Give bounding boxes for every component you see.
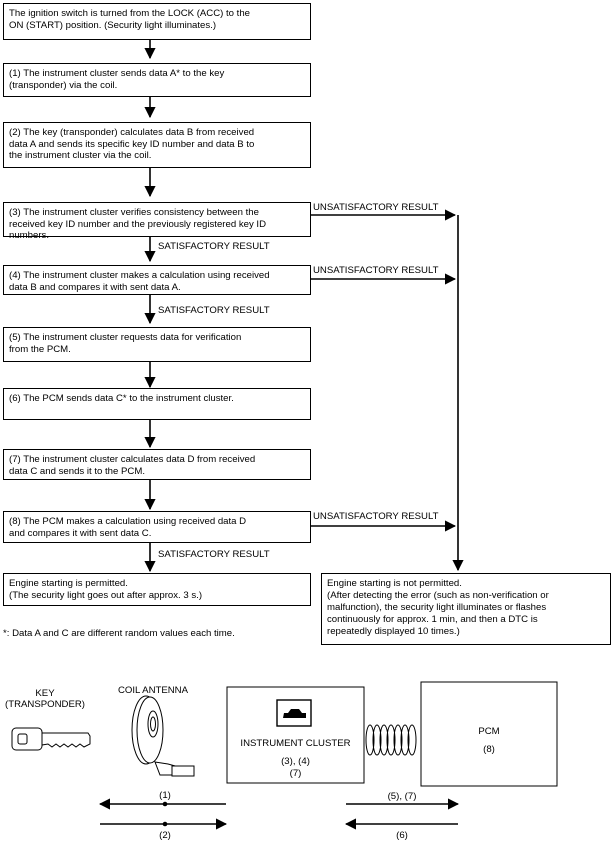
unsatisfactory-label-3: UNSATISFACTORY RESULT: [313, 202, 439, 213]
instrument-cluster-label: INSTRUMENT CLUSTER: [240, 738, 351, 749]
engine-not-permitted-box: Engine starting is not permitted. (After…: [321, 573, 611, 645]
key-icon: [11, 727, 91, 751]
step-4-box: (4) The instrument cluster makes a calcu…: [3, 265, 311, 295]
unsatisfactory-label-8: UNSATISFACTORY RESULT: [313, 511, 439, 522]
satisfactory-label-8: SATISFACTORY RESULT: [158, 549, 270, 560]
arrow-label-1: (1): [159, 790, 171, 801]
step-7-box: (7) The instrument cluster calculates da…: [3, 449, 311, 480]
car-icon: [283, 709, 306, 718]
satisfactory-label-4: SATISFACTORY RESULT: [158, 305, 270, 316]
step-3-box: (3) The instrument cluster verifies cons…: [3, 202, 311, 241]
arrow-label-2: (2): [159, 830, 171, 841]
footnote: *: Data A and C are different random val…: [3, 628, 235, 639]
engine-permitted-box: Engine starting is permitted. (The secur…: [3, 573, 311, 606]
unsatisfactory-label-4: UNSATISFACTORY RESULT: [313, 265, 439, 276]
pcm-label: PCM: [478, 726, 500, 737]
coil-antenna-label: COIL ANTENNA: [118, 685, 189, 696]
start-condition-box: The ignition switch is turned from the L…: [3, 3, 311, 40]
step-1-box: (1) The instrument cluster sends data A*…: [3, 63, 311, 97]
step-5-box: (5) The instrument cluster requests data…: [3, 327, 311, 362]
arrow-label-6: (6): [396, 830, 408, 841]
pcm-unit: [420, 681, 558, 787]
instrument-cluster-steps: (3), (4) (7): [281, 756, 310, 779]
wire-harness-icon: [365, 724, 417, 756]
pcm-steps: (8): [483, 744, 495, 755]
step-6-box: (6) The PCM sends data C* to the instrum…: [3, 388, 311, 420]
arrow-label-5-7: (5), (7): [387, 791, 417, 802]
step-2-box: (2) The key (transponder) calculates dat…: [3, 122, 311, 168]
key-label: KEY (TRANSPONDER): [5, 688, 85, 710]
coil-antenna-icon: [131, 695, 195, 777]
satisfactory-label-3: SATISFACTORY RESULT: [158, 241, 270, 252]
step-8-box: (8) The PCM makes a calculation using re…: [3, 511, 311, 543]
instrument-cluster-unit: [226, 686, 365, 784]
